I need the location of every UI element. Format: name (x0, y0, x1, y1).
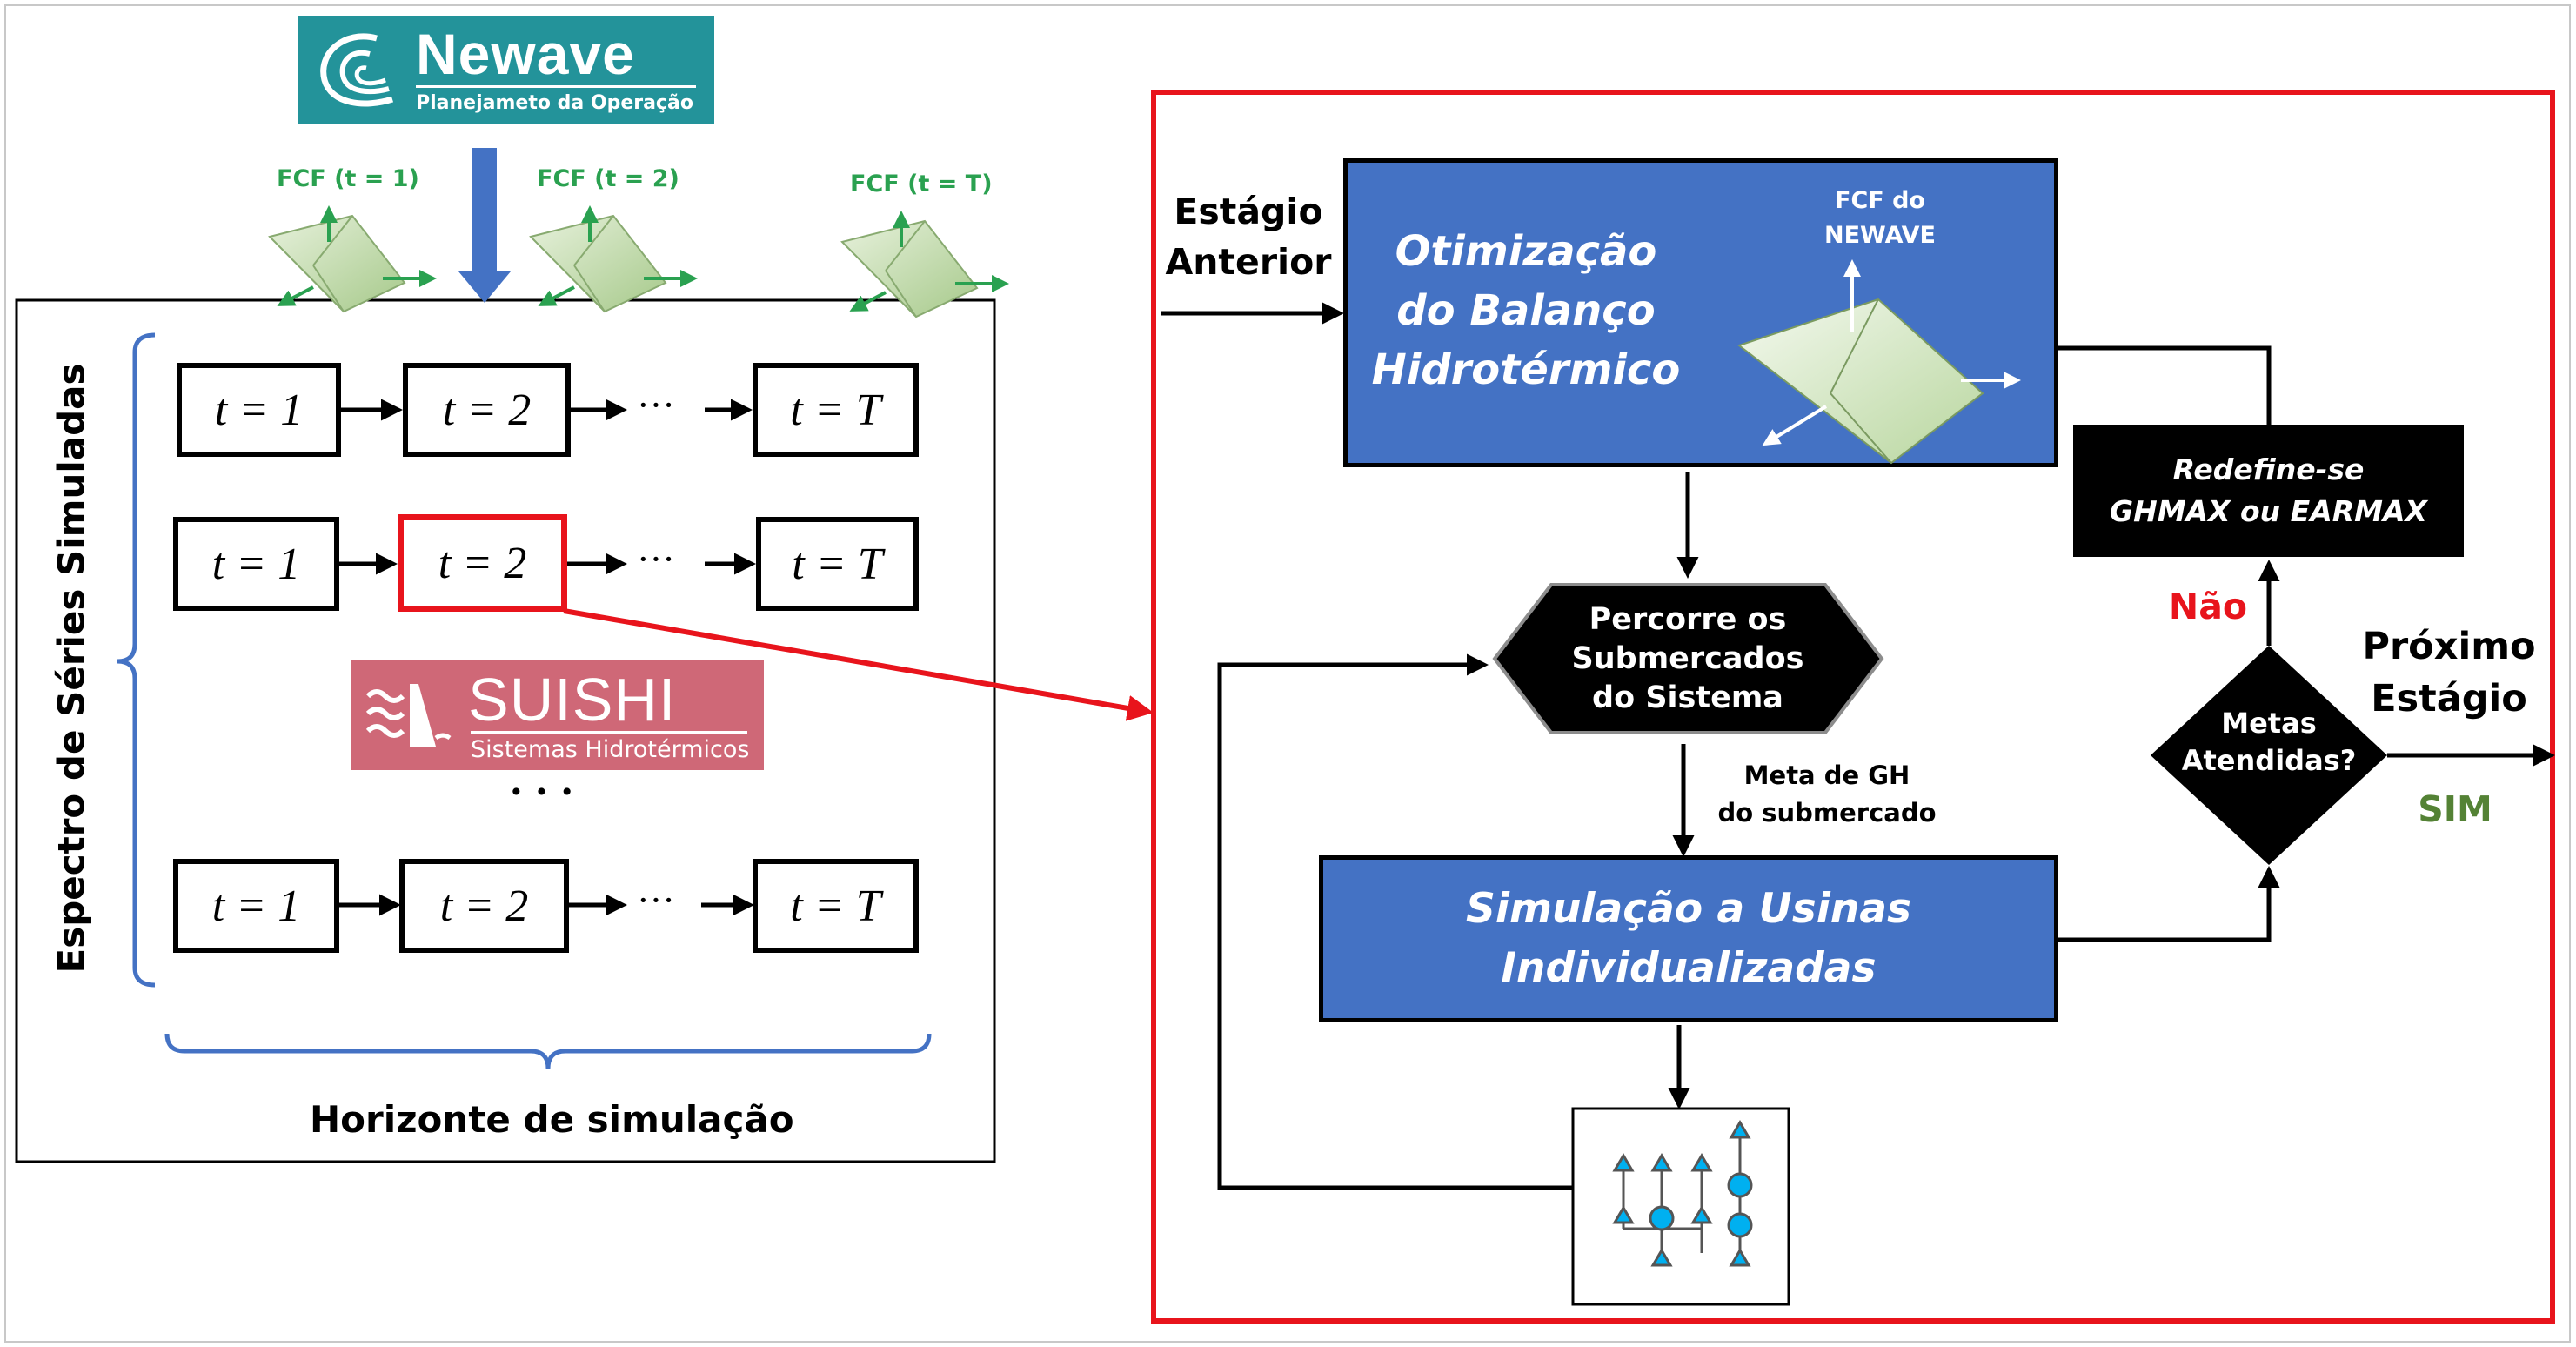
zoom-arrow (563, 608, 1154, 721)
next-stage-label: Próximo Estágio (2362, 625, 2536, 720)
previous-stage-label: Estágio Anterior (1165, 191, 1332, 283)
stage-box-t2: t = 2 (399, 859, 569, 953)
newave-logo-name: Newave (416, 22, 635, 86)
stage-ellipsis: ··· (637, 384, 675, 426)
suishi-dam-icon (365, 684, 452, 747)
fcf-label-1: FCF (t = 1) (277, 165, 419, 192)
stage-box-tT: t = T (753, 363, 919, 457)
newave-logo-subtitle: Planejameto da Operação (416, 92, 693, 114)
left-panel-frame (15, 298, 996, 1163)
stage-ellipsis: ··· (637, 879, 675, 921)
newave-wave-icon (320, 33, 394, 107)
loop-hexagon (1492, 583, 1884, 734)
fcf-newave-surface-icon (1736, 259, 2021, 465)
suishi-logo-underline (471, 731, 747, 734)
suishi-logo-subtitle: Sistemas Hidrotérmicos (471, 736, 750, 763)
newave-down-arrow (458, 148, 511, 303)
plant-network-icon (1612, 1120, 1753, 1267)
loop-back-arrow (1217, 653, 1573, 1190)
fcf-surface-icon-1 (268, 205, 437, 313)
stage-box-t1: t = 1 (177, 363, 341, 457)
plant-network-box (1571, 1107, 1790, 1306)
stage-ellipsis: ··· (637, 538, 675, 580)
fcf-label-3: FCF (t = T) (850, 171, 993, 198)
horizon-axis-label: Horizonte de simulação (310, 1098, 794, 1141)
stage-box-tT: t = T (753, 859, 919, 953)
decision-label: Metas Atendidas? (2181, 707, 2357, 777)
fcf-surface-icon-3 (840, 211, 1009, 318)
scenario-ellipsis: · · · (509, 767, 575, 815)
yes-branch-label: SIM (2418, 788, 2492, 830)
scenario-bracket (117, 332, 156, 988)
fcf-surface-icon-2 (529, 205, 698, 313)
stage-box-t2-highlight: t = 2 (398, 514, 567, 612)
loop-node-label: Percorre os Submercados do Sistema (1571, 602, 1804, 715)
decision-diamond (2151, 646, 2387, 865)
stage-detail-frame (1151, 90, 2555, 1324)
optimization-box: Otimização do Balanço Hidrotérmico FCF d… (1343, 158, 2058, 467)
fcf-newave-label: FCF do NEWAVE (1823, 187, 1936, 249)
stage-box-t1: t = 1 (173, 859, 339, 953)
optimization-title: Otimização do Balanço Hidrotérmico (1371, 227, 1681, 394)
feedback-line (2058, 345, 2272, 425)
scenario-axis-label: Espectro de Séries Simuladas (50, 363, 93, 974)
flow-arrow (2058, 866, 2280, 942)
no-branch-label: Não (2168, 586, 2248, 627)
newave-logo: Newave Planejameto da Operação (298, 16, 714, 124)
stage-box-t2: t = 2 (403, 363, 571, 457)
simulation-box: Simulação a Usinas Individualizadas (1319, 855, 2058, 1022)
redefine-limits-box: Redefine-se GHMAX ou EARMAX (2073, 425, 2464, 557)
horizon-bracket (164, 1033, 932, 1069)
stage-box-tT: t = T (756, 517, 919, 611)
submarket-target-label: Meta de GH do submercado (1717, 761, 1937, 828)
suishi-logo: SUISHI Sistemas Hidrotérmicos (351, 660, 764, 770)
fcf-label-2: FCF (t = 2) (537, 165, 679, 192)
stage-box-t1: t = 1 (173, 517, 339, 611)
newave-logo-underline (416, 85, 696, 88)
suishi-logo-name: SUISHI (468, 666, 677, 734)
figure-frame (4, 4, 2571, 1343)
